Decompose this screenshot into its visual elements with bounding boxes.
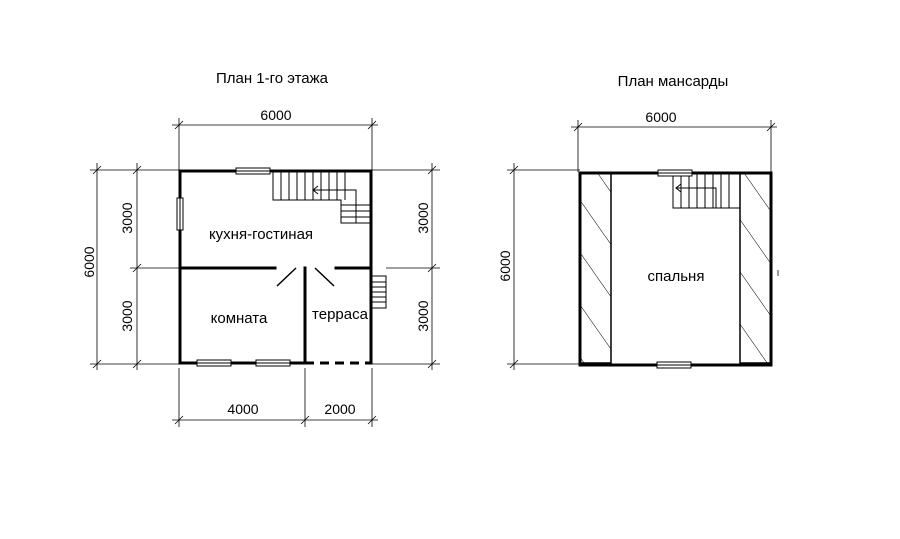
floor1-dim-top — [172, 118, 378, 170]
floor1-dim-left-total — [90, 163, 180, 370]
floor1-dim-left-split — [130, 163, 180, 370]
floor1-windows — [176, 167, 291, 367]
attic-dim-left-label: 6000 — [497, 250, 513, 281]
floor1-stair — [272, 171, 371, 224]
floor1-dim-left-total-label: 6000 — [81, 246, 97, 277]
attic-dim-left — [507, 163, 580, 370]
floor1-dim-bottom — [172, 368, 378, 427]
floor1-entry-steps — [371, 275, 387, 309]
floor1-dim-right-upper-label: 3000 — [415, 202, 431, 233]
room-label-bedroom: спальня — [648, 268, 705, 285]
attic-dim-top — [571, 120, 777, 172]
room-label-kitchen: кухня-гостиная — [209, 226, 313, 243]
floor1-dim-right-split — [372, 163, 440, 370]
attic-stair — [672, 173, 740, 209]
floor1-dim-bottom-left-label: 4000 — [227, 401, 258, 417]
room-label-room: комната — [211, 310, 268, 327]
attic-windows — [656, 169, 693, 369]
attic-plan: План мансарды 6000 6000 — [497, 73, 779, 370]
floor1-dim-left-lower-label: 3000 — [119, 300, 135, 331]
floor1-door — [276, 267, 335, 287]
floor1-dim-bottom-right-label: 2000 — [324, 401, 355, 417]
floor1-plan: План 1-го этажа 6000 6000 3000 — [81, 70, 440, 427]
floor1-title: План 1-го этажа — [216, 70, 329, 87]
floor1-dim-top-label: 6000 — [260, 107, 291, 123]
attic-kneewall-left — [579, 172, 612, 364]
attic-title: План мансарды — [618, 73, 729, 90]
floor1-dim-right-lower-label: 3000 — [415, 300, 431, 331]
attic-dim-top-label: 6000 — [645, 109, 676, 125]
attic-kneewall-right — [739, 172, 772, 364]
room-label-terrace: терраса — [312, 306, 369, 323]
floor1-dim-left-upper-label: 3000 — [119, 202, 135, 233]
